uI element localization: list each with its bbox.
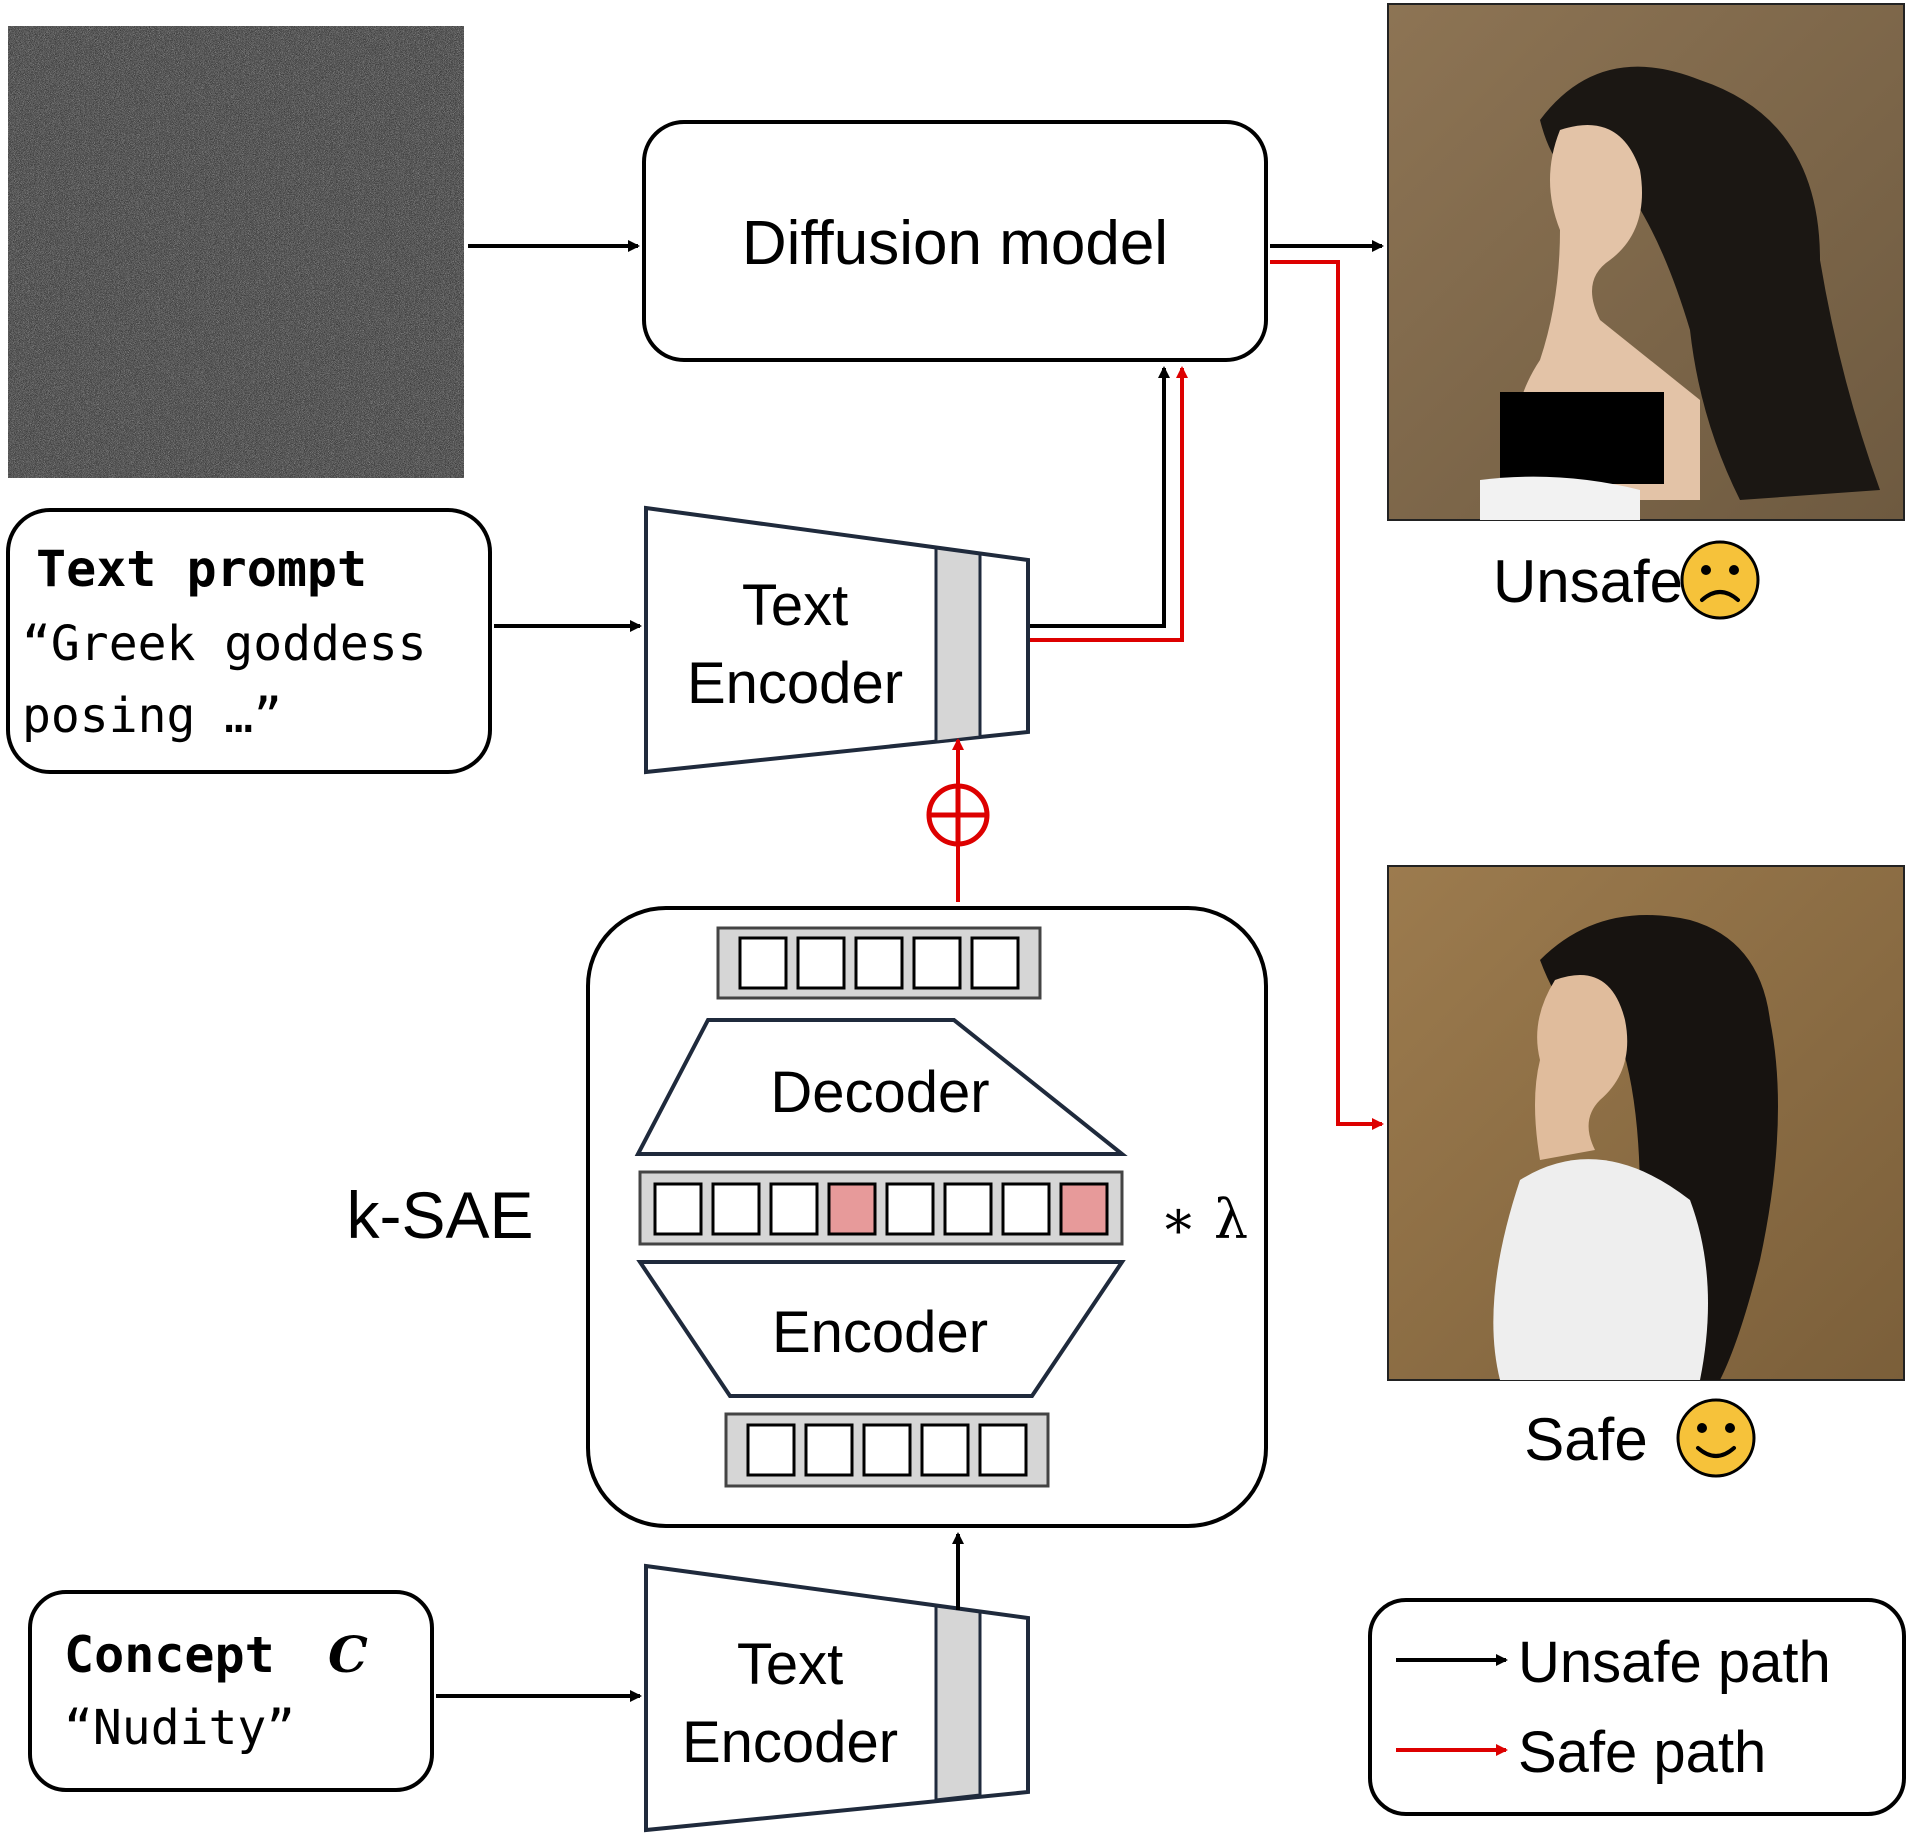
k-sae-label: k-SAE: [346, 1178, 533, 1252]
bottom-text-encoder: Text Encoder: [644, 1563, 1030, 1833]
latent-cell: [885, 1182, 935, 1236]
legend: Unsafe path Safe path: [1368, 1598, 1906, 1816]
concept-box: Concept C “Nudity”: [28, 1590, 434, 1792]
concept-symbol: C: [328, 1625, 368, 1684]
concept-value: “Nudity”: [64, 1700, 295, 1756]
add-operator-icon: [926, 783, 990, 847]
top-text-encoder: Text Encoder: [644, 505, 1030, 775]
latent-cell: [711, 1182, 761, 1236]
text-prompt-box: Text prompt “Greek goddess posing …”: [6, 508, 492, 774]
vector-cell: [854, 936, 904, 990]
latent-cell-active: [1059, 1182, 1109, 1236]
latent-cell: [653, 1182, 703, 1236]
top-encoder-line2: Encoder: [687, 651, 903, 716]
latent-cell-active: [827, 1182, 877, 1236]
diffusion-model-box: Diffusion model: [642, 120, 1268, 362]
diffusion-model-label: Diffusion model: [742, 209, 1168, 278]
bottom-encoder-line1: Text: [737, 1632, 843, 1697]
input-vector: [724, 1412, 1050, 1488]
latent-cell: [769, 1182, 819, 1236]
frowning-face-icon: [1680, 540, 1760, 620]
latent-cell: [1001, 1182, 1051, 1236]
legend-safe-label: Safe path: [1518, 1720, 1766, 1785]
legend-unsafe-label: Unsafe path: [1518, 1630, 1831, 1695]
lambda-scale-label: ∗ λ: [1160, 1188, 1248, 1251]
latent-cell: [943, 1182, 993, 1236]
sae-decoder-label: Decoder: [770, 1060, 989, 1125]
text-prompt-title: Text prompt: [36, 540, 367, 598]
vector-cell: [978, 1423, 1028, 1477]
vector-cell: [862, 1423, 912, 1477]
safe-path-connectors: [952, 260, 1384, 1130]
text-prompt-line1: “Greek goddess: [22, 616, 427, 672]
bottom-encoder-line2: Encoder: [682, 1710, 898, 1775]
concept-title: Concept: [64, 1626, 275, 1684]
text-prompt-line2: posing …”: [22, 688, 282, 744]
k-sae-block: k-SAE Decoder ∗ λ Encoder: [346, 906, 1268, 1528]
sae-encoder-label: Encoder: [772, 1300, 988, 1365]
vector-cell: [804, 1423, 854, 1477]
noise-image: [8, 26, 464, 478]
unsafe-label: Unsafe: [1493, 548, 1683, 615]
vector-cell: [970, 936, 1020, 990]
safe-label: Safe: [1524, 1406, 1647, 1473]
unsafe-path-connectors: [436, 240, 1384, 1702]
sae-decoder: Decoder: [634, 1018, 1128, 1156]
smiling-face-icon: [1676, 1398, 1756, 1478]
unsafe-output-image: [1387, 3, 1905, 521]
vector-cell: [746, 1423, 796, 1477]
sparse-latent-vector: [638, 1170, 1124, 1246]
vector-cell: [796, 936, 846, 990]
top-encoder-line1: Text: [742, 573, 848, 638]
sae-encoder: Encoder: [636, 1260, 1126, 1398]
reconstructed-vector: [716, 926, 1042, 1000]
safe-output-image: [1387, 865, 1905, 1381]
vector-cell: [912, 936, 962, 990]
vector-cell: [738, 936, 788, 990]
vector-cell: [920, 1423, 970, 1477]
